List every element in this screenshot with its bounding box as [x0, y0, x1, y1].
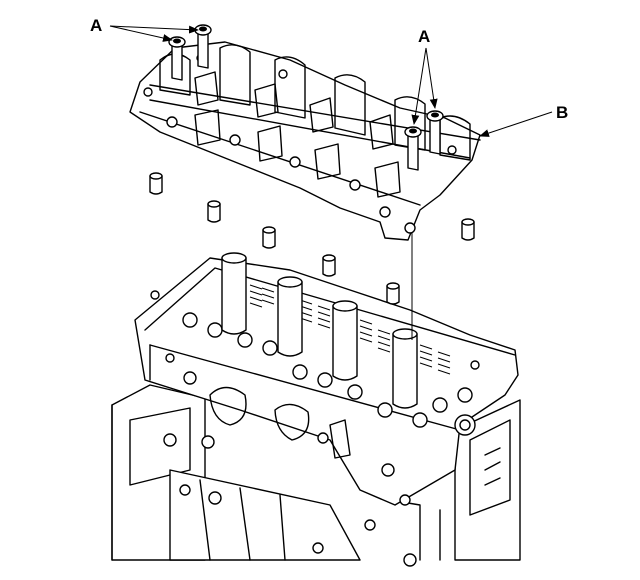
rocker-arm-assembly — [129, 24, 481, 241]
callout-leaders — [109, 25, 553, 137]
cylinder-head — [134, 252, 519, 506]
callout-label-a-left: A — [90, 16, 102, 35]
callout-label-b: B — [556, 103, 568, 122]
callout-label-a-right: A — [418, 27, 430, 46]
engine-block — [111, 384, 521, 567]
dowel-pins — [149, 172, 475, 305]
